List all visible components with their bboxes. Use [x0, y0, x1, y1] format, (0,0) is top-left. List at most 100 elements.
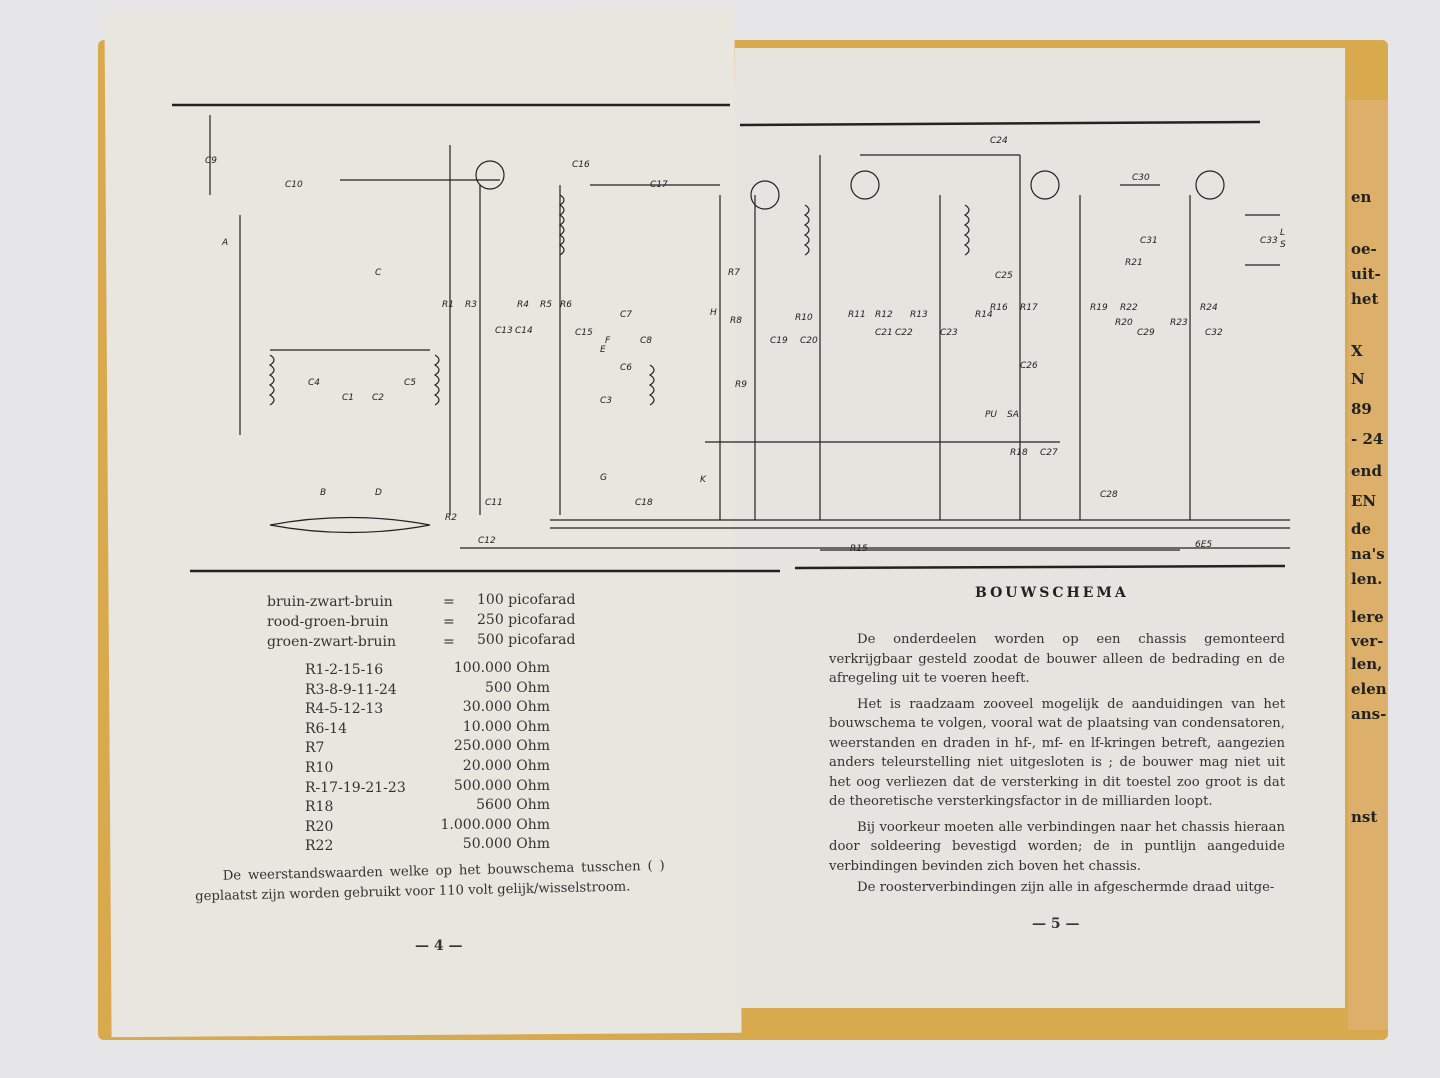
colour-code: groen-zwart-bruin: [267, 634, 397, 650]
schematic-label: R6: [560, 300, 572, 310]
resistor-value: 1.000.000 Ohm: [440, 816, 550, 833]
equals-sign: =: [443, 614, 455, 630]
schematic-label: R21: [1125, 258, 1143, 268]
schematic-label: C8: [640, 336, 652, 346]
resistor-value: 5600 Ohm: [476, 797, 550, 814]
equals-sign: =: [443, 594, 455, 610]
resistor-name: R6-14: [305, 720, 347, 737]
schematic-label: C1: [342, 393, 354, 403]
schematic-label: R5: [540, 300, 552, 310]
schematic-label: C29: [1137, 328, 1155, 338]
cover-strip-text: lere: [1351, 608, 1384, 626]
cover-strip-text: 89: [1351, 400, 1372, 418]
schematic-label: R23: [1170, 318, 1188, 328]
cover-strip-text: end: [1351, 462, 1382, 480]
schematic-label: A: [221, 238, 228, 248]
paragraph: De onderdeelen worden op een chassis gem…: [829, 632, 1285, 686]
cover-strip-text: het: [1351, 290, 1379, 308]
resistor-value: 500.000 Ohm: [453, 777, 550, 794]
schematic-label: PU: [985, 410, 997, 420]
schematic-label: C19: [770, 336, 788, 346]
schematic-label: C5: [404, 378, 416, 388]
schematic-label: C27: [1040, 448, 1058, 458]
equals-sign: =: [443, 634, 455, 650]
resistor-name: R18: [305, 799, 334, 816]
schematic-label: E: [600, 345, 606, 355]
schematic-label: SA: [1007, 410, 1019, 420]
body-text: De onderdeelen worden op een chassis gem…: [829, 630, 1285, 904]
schematic-label: R1: [442, 300, 454, 310]
schematic-label: C28: [1100, 490, 1118, 500]
resistor-name: R10: [305, 760, 334, 776]
resistor-value: 20.000 Ohm: [462, 758, 550, 774]
cover-strip-text: X: [1351, 342, 1363, 360]
resistor-name: R22: [305, 838, 334, 855]
schematic-label: D: [375, 488, 382, 498]
schematic-label: C32: [1205, 328, 1223, 338]
schematic-label: C6: [620, 363, 632, 373]
cover-strip-text: oe-: [1351, 240, 1377, 258]
schematic-label: C22: [895, 328, 913, 338]
schematic-label: 6E5: [1195, 540, 1212, 550]
schematic-label: R2: [445, 513, 457, 523]
schematic-label: C23: [940, 328, 958, 338]
resistor-name: R-17-19-21-23: [305, 779, 406, 796]
schematic-label: R7: [728, 268, 740, 278]
resistor-value: 100.000 Ohm: [453, 660, 550, 676]
cover-strip-text: en: [1351, 188, 1372, 206]
schematic-label: C26: [1020, 361, 1038, 371]
cover-strip-text: ans-: [1351, 705, 1387, 723]
page-number-right: — 5 —: [1032, 916, 1080, 932]
schematic-label: R18: [1010, 448, 1028, 458]
schematic-label: C17: [650, 180, 668, 190]
cover-strip-text: na's: [1351, 545, 1385, 563]
schematic-label: C15: [575, 328, 593, 338]
schematic-label: C18: [635, 498, 653, 508]
schematic-label: C10: [285, 180, 303, 190]
schematic-label: R22: [1120, 303, 1138, 313]
resistor-value: 50.000 Ohm: [462, 836, 550, 853]
schematic-label: C3: [600, 396, 612, 406]
schematic-label: K: [700, 475, 707, 485]
resistor-value: 500 Ohm: [485, 679, 550, 696]
cover-strip-text: uit-: [1351, 265, 1381, 283]
schematic-label: C9: [205, 156, 217, 166]
schematic-label: C7: [620, 310, 632, 320]
cover-strip-text: len,: [1351, 655, 1383, 673]
schematic-label: L: [1280, 228, 1285, 238]
schematic-label: R4: [517, 300, 529, 310]
schematic-label: R11: [848, 310, 866, 320]
schematic-label: C31: [1140, 236, 1158, 246]
resistor-name: R7: [305, 740, 325, 757]
section-title: BOUWSCHEMA: [975, 585, 1129, 601]
schematic-label: R9: [735, 380, 747, 390]
schematic-label: R13: [910, 310, 928, 320]
schematic-label: B: [320, 488, 326, 498]
schematic-label: R10: [795, 313, 813, 323]
schematic-label: C11: [485, 498, 503, 508]
schematic-label: F: [605, 336, 611, 346]
cover-strip-text: len.: [1351, 570, 1383, 588]
cover-strip-text: de: [1351, 520, 1372, 538]
cover-strip-text: N: [1351, 370, 1365, 388]
cover-strip-text: nst: [1351, 808, 1378, 826]
schematic-label: C21: [875, 328, 893, 338]
resistor-value: 250.000 Ohm: [453, 738, 550, 755]
resistor-value: 10.000 Ohm: [462, 718, 550, 735]
schematic-label: C4: [308, 378, 320, 388]
cover-strip-text: ver-: [1351, 632, 1384, 650]
colour-value: 500 picofarad: [477, 632, 576, 648]
schematic-label: C20: [800, 336, 818, 346]
colour-code: bruin-zwart-bruin: [267, 594, 393, 610]
resistor-name: R1-2-15-16: [305, 662, 384, 678]
colour-value: 100 picofarad: [477, 592, 576, 608]
schematic-label: C2: [372, 393, 384, 403]
schematic-label: C12: [478, 536, 496, 546]
paragraph: De roosterverbindingen zijn alle in afge…: [857, 880, 1275, 895]
schematic-label: R19: [1090, 303, 1108, 313]
schematic-label: R12: [875, 310, 893, 320]
schematic-label: R24: [1200, 303, 1218, 313]
